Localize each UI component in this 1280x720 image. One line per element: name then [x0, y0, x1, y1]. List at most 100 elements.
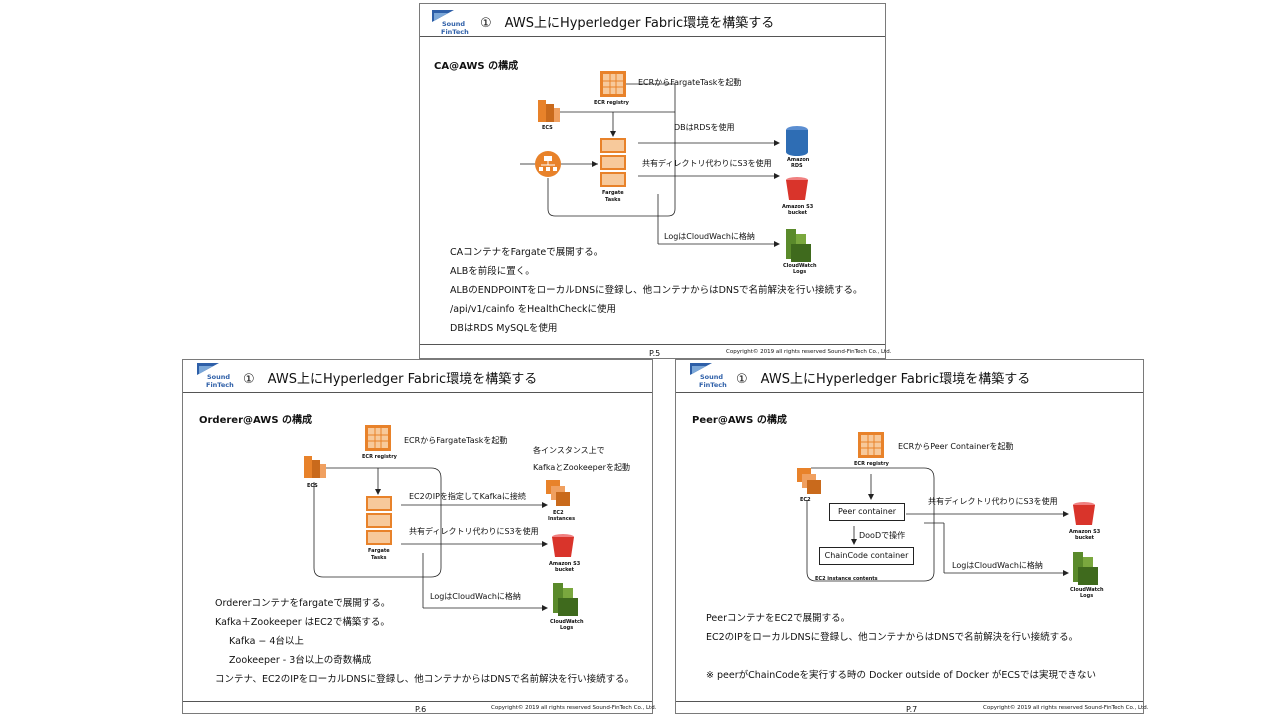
s3-label-1: Amazon S3 — [782, 204, 814, 210]
peer-architecture-diagram — [797, 432, 1098, 585]
slide-body: CAコンテナをFargateで展開する。 ALBを前段に置く。 ALBのENDP… — [450, 243, 863, 338]
ec2-contents-label: EC2 instance contents — [815, 576, 878, 582]
slide-header — [676, 360, 1143, 393]
ec2-label-1: EC2 — [553, 510, 564, 516]
ecs-label: ECS — [307, 483, 318, 489]
arrow-label-logs: LogはCloudWachに格納 — [952, 561, 1043, 570]
body-line: EC2のIPをローカルDNSに登録し、他コンテナからはDNSで名前解決を行い接続… — [706, 632, 1079, 643]
cloudwatch-label-1: CloudWatch — [783, 263, 817, 269]
body-line: Ordererコンテナをfargateで展開する。 — [215, 598, 391, 609]
cloudwatch-label-2: Logs — [560, 625, 574, 631]
cloudwatch-label-2: Logs — [1080, 593, 1094, 599]
rds-icon — [786, 126, 808, 156]
arrow-label-logs: LogはCloudWachに格納 — [430, 592, 521, 601]
cloudwatch-label-1: CloudWatch — [550, 619, 584, 625]
ec2-label-2: Instances — [548, 516, 576, 522]
page-number: P.5 — [649, 349, 661, 358]
s3-bucket-icon — [552, 534, 574, 557]
slide-title: ① AWS上にHyperledger Fabric環境を構築する — [736, 372, 1031, 387]
slide-subtitle: CA@AWS の構成 — [434, 61, 519, 72]
body-line: コンテナ、EC2のIPをローカルDNSに登録し、他コンテナからはDNSで名前解決… — [215, 674, 635, 685]
chaincode-container-box: ChainCode container — [819, 547, 914, 565]
slide-footer-rule — [183, 701, 652, 702]
ecr-registry-label: ECR registry — [594, 100, 629, 106]
arrow-label-ec2: EC2のIPを指定してKafkaに接続 — [409, 492, 526, 501]
body-line: Kafka＋Zookeeper はEC2で構築する。 — [215, 617, 390, 628]
s3-label-2: bucket — [555, 567, 575, 573]
s3-label-2: bucket — [788, 210, 808, 216]
ecs-label: ECS — [542, 125, 553, 131]
s3-bucket-icon — [1073, 502, 1095, 525]
ecr-registry-icon — [365, 425, 391, 451]
arrow-label-s3: 共有ディレクトリ代わりにS3を使用 — [642, 159, 772, 168]
slide-title: ① AWS上にHyperledger Fabric環境を構築する — [243, 372, 538, 387]
ca-architecture-diagram — [520, 71, 811, 262]
arrow-label-logs: LogはCloudWachに格納 — [664, 232, 755, 241]
ec2-label: EC2 — [800, 497, 811, 503]
s3-bucket-icon — [786, 177, 808, 200]
tasks-label: Tasks — [605, 197, 621, 203]
body-line: CAコンテナをFargateで展開する。 — [450, 247, 604, 258]
note-line-1: 各インスタンス上で — [533, 446, 605, 455]
copyright: Copyright© 2019 all rights reserved Soun… — [491, 705, 657, 711]
arrow-label-ecr: ECRからFargateTaskを起動 — [638, 78, 742, 87]
ecr-registry-label: ECR registry — [854, 461, 889, 467]
slide-subtitle: Orderer@AWS の構成 — [199, 415, 313, 426]
body-line: ※ peerがChainCodeを実行する時の Docker outside o… — [706, 670, 1097, 681]
ecr-registry-icon — [600, 71, 626, 97]
copyright: Copyright© 2019 all rights reserved Soun… — [983, 705, 1149, 711]
s3-label-1: Amazon S3 — [549, 561, 581, 567]
fargate-tasks-icon — [366, 496, 392, 545]
copyright: Copyright© 2019 all rights reserved Soun… — [726, 349, 892, 355]
cloudwatch-logs-icon — [1073, 552, 1098, 585]
body-line: Kafka − 4台以上 — [229, 636, 304, 647]
ecs-icon — [304, 456, 326, 478]
body-line: DBはRDS MySQLを使用 — [450, 323, 558, 334]
rds-label-2: RDS — [791, 163, 803, 169]
slide-header — [183, 360, 652, 393]
slide-footer-rule — [420, 344, 885, 345]
cloudwatch-logs-icon — [786, 229, 811, 262]
rds-label-1: Amazon — [787, 157, 810, 163]
slide-header — [420, 4, 885, 37]
slide-subtitle: Peer@AWS の構成 — [692, 415, 787, 426]
arrow-label-ecr: ECRからPeer Containerを起動 — [898, 442, 1014, 451]
ecr-registry-label: ECR registry — [362, 454, 397, 460]
note-line-2: KafkaとZookeeperを起動 — [533, 463, 630, 472]
orderer-architecture-diagram — [304, 425, 578, 616]
slide-body: Ordererコンテナをfargateで展開する。 Kafka＋Zookeepe… — [215, 594, 634, 689]
ecr-registry-icon — [858, 432, 884, 458]
slide-body: PeerコンテナをEC2で展開する。 EC2のIPをローカルDNSに登録し、他コ… — [706, 609, 1096, 685]
fargate-label: Fargate — [368, 548, 390, 554]
ec2-instances-icon — [546, 480, 570, 506]
body-line: ALBを前段に置く。 — [450, 266, 535, 277]
slide-footer-rule — [676, 701, 1143, 702]
body-line — [706, 647, 1096, 666]
body-line: Zookeeper - 3台以上の奇数構成 — [229, 655, 372, 666]
dood-label: DooDで操作 — [859, 531, 906, 540]
fargate-tasks-icon — [600, 138, 626, 187]
cloudwatch-logs-icon — [553, 583, 578, 616]
s3-label-2: bucket — [1075, 535, 1095, 541]
body-line: /api/v1/cainfo をHealthCheckに使用 — [450, 304, 617, 315]
arrow-label-ecr: ECRからFargateTaskを起動 — [404, 436, 508, 445]
peer-container-box: Peer container — [829, 503, 905, 521]
page-number: P.7 — [906, 705, 918, 714]
arrow-label-s3: 共有ディレクトリ代わりにS3を使用 — [409, 527, 539, 536]
fargate-label: Fargate — [602, 190, 624, 196]
ec2-icon — [797, 468, 821, 494]
alb-icon — [535, 151, 561, 177]
ecs-icon — [538, 100, 560, 122]
s3-label-1: Amazon S3 — [1069, 529, 1101, 535]
arrow-label-s3: 共有ディレクトリ代わりにS3を使用 — [928, 497, 1058, 506]
page-number: P.6 — [415, 705, 427, 714]
body-line: PeerコンテナをEC2で展開する。 — [706, 613, 851, 624]
cloudwatch-label-2: Logs — [793, 269, 807, 275]
body-line: ALBのENDPOINTをローカルDNSに登録し、他コンテナからはDNSで名前解… — [450, 285, 863, 296]
